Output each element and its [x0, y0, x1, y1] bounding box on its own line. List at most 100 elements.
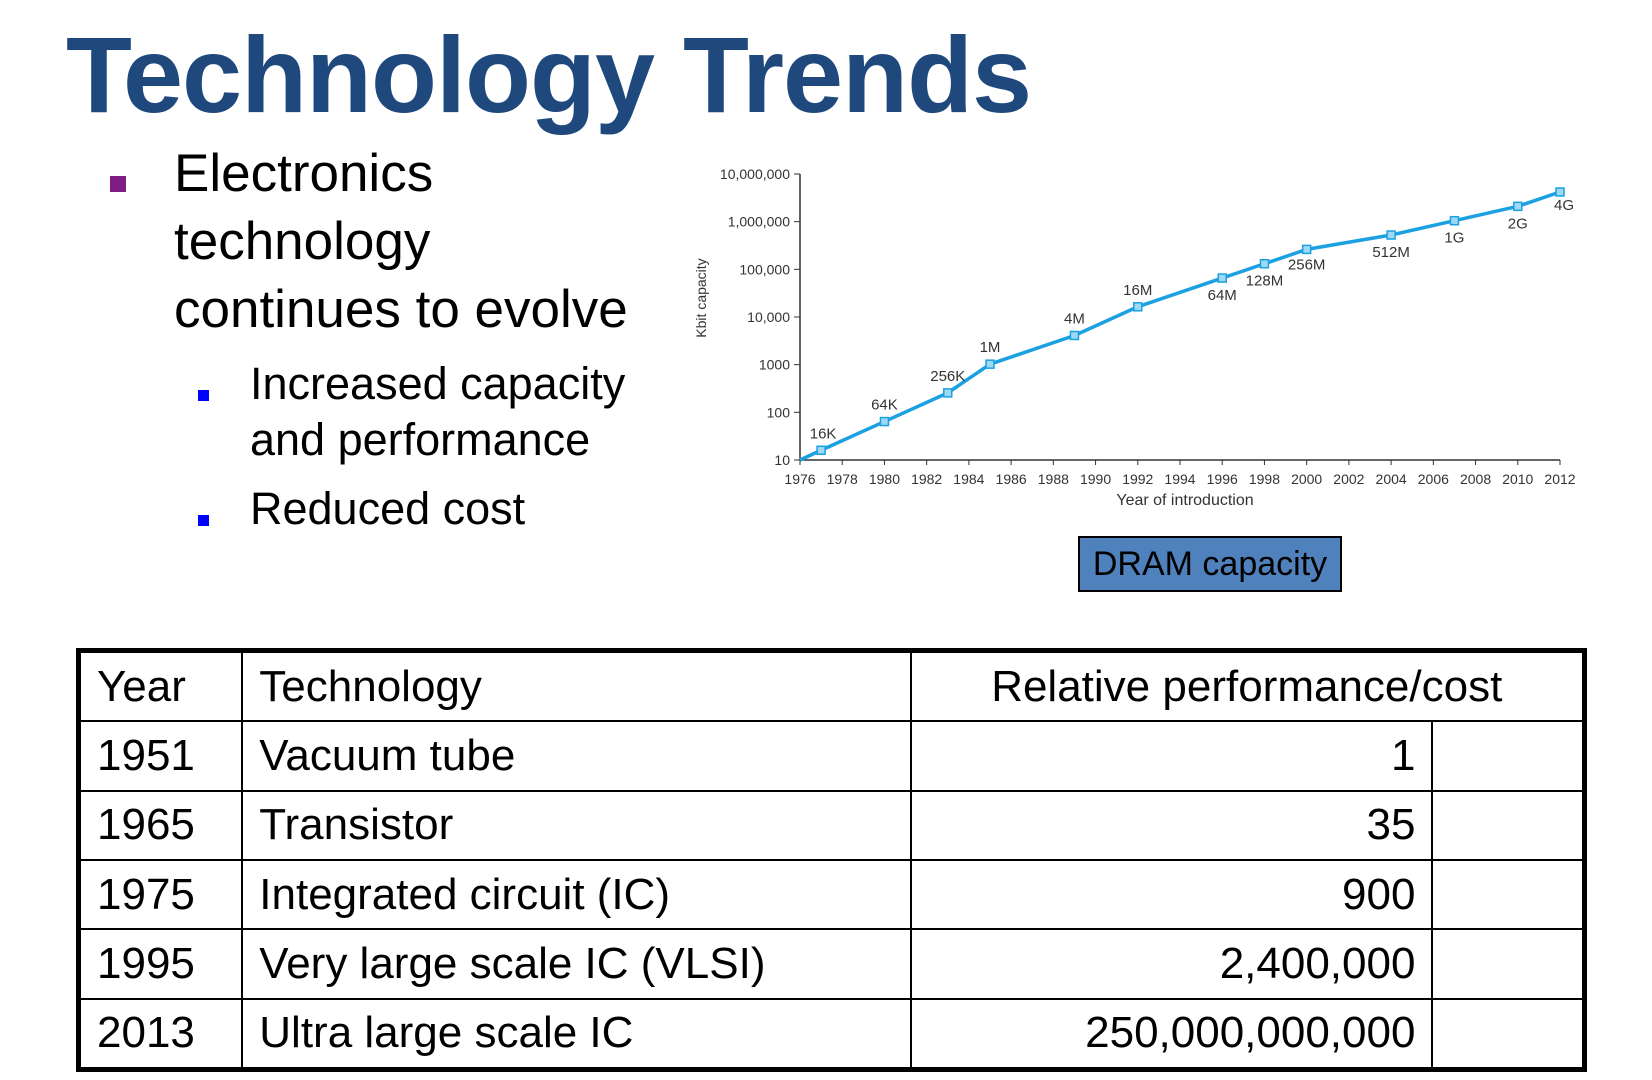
x-tick-label: 1984	[953, 471, 984, 487]
x-tick-label: 2000	[1291, 471, 1322, 487]
x-tick-label: 2004	[1376, 471, 1407, 487]
table-row: 1975 Integrated circuit (IC) 900	[77, 858, 1586, 931]
chart-caption: DRAM capacity	[1078, 536, 1342, 592]
table-row: 2013 Ultra large scale IC 250,000,000,00…	[77, 997, 1586, 1071]
cell-year: 2013	[77, 997, 244, 1071]
cell-year: 1951	[77, 720, 244, 792]
x-tick-label: 1988	[1038, 471, 1069, 487]
sub-bullet-cost: Reduced cost	[250, 481, 690, 537]
bullet-electronics: Electronics technology continues to evol…	[174, 140, 694, 344]
data-point-label: 256K	[930, 368, 965, 385]
cell-value: 2,400,000	[909, 928, 1434, 1000]
x-tick-label: 1976	[784, 471, 815, 487]
data-point-marker	[1555, 187, 1565, 197]
x-tick-label: 1990	[1080, 471, 1111, 487]
technology-table: Year Technology Relative performance/cos…	[76, 648, 1587, 1072]
data-point-marker	[985, 359, 995, 369]
data-point-label: 1M	[980, 339, 1001, 356]
bullet-line: Electronics	[174, 144, 434, 203]
data-point-label: 256M	[1288, 256, 1326, 273]
x-tick-label: 2002	[1333, 471, 1364, 487]
cell-technology: Integrated circuit (IC)	[241, 858, 912, 931]
data-point-label: 512M	[1372, 244, 1410, 261]
cell-value: 1	[909, 720, 1434, 792]
cell-technology: Very large scale IC (VLSI)	[241, 928, 912, 1000]
dram-capacity-chart: Kbit capacity Year of introduction 10 100…	[693, 166, 1576, 509]
data-point-marker	[1133, 302, 1143, 312]
x-tick-label: 1986	[996, 471, 1027, 487]
data-point-label: 4G	[1554, 197, 1574, 214]
cell-value: 35	[909, 789, 1434, 861]
data-point-label: 16M	[1123, 282, 1152, 299]
cell-empty	[1431, 997, 1586, 1071]
series-line	[799, 190, 1561, 462]
sub-bullet-marker	[198, 515, 209, 526]
data-point-marker	[943, 388, 953, 398]
data-point-marker	[1217, 273, 1227, 283]
table-row: 1951 Vacuum tube 1	[77, 720, 1586, 792]
header-performance: Relative performance/cost	[909, 649, 1586, 723]
cell-technology: Vacuum tube	[241, 720, 912, 792]
y-tick-label: 10,000,000	[720, 166, 790, 182]
data-point-marker	[1069, 330, 1080, 341]
data-point-label: 16K	[810, 425, 837, 442]
y-tick-label: 10	[774, 452, 790, 468]
cell-year: 1975	[77, 858, 244, 931]
x-tick-label: 2010	[1502, 471, 1533, 487]
bullet-line: continues to evolve	[174, 280, 628, 339]
data-point-label: 128M	[1246, 273, 1284, 290]
x-tick-label: 1998	[1249, 471, 1280, 487]
x-axis-label: Year of introduction	[1116, 492, 1253, 509]
bullet-line: Reduced cost	[250, 483, 526, 534]
sub-bullet-marker	[198, 390, 209, 401]
data-point-marker	[1513, 201, 1523, 212]
slide-title: Technology Trends	[66, 14, 1032, 135]
x-tick-label: 1992	[1122, 471, 1153, 487]
data-point-label: 1G	[1444, 230, 1464, 247]
data-point-label: 64K	[871, 397, 898, 414]
cell-empty	[1431, 858, 1586, 931]
cell-value: 900	[909, 858, 1434, 931]
cell-technology: Ultra large scale IC	[241, 997, 912, 1071]
y-axis-label: Kbit capacity	[693, 258, 709, 337]
x-tick-label: 1994	[1164, 471, 1195, 487]
y-tick-label: 100,000	[739, 261, 790, 277]
data-point-label: 4M	[1064, 310, 1085, 327]
y-tick-label: 1,000,000	[728, 214, 790, 230]
data-point-marker	[816, 445, 826, 456]
data-point-marker	[879, 416, 890, 427]
header-technology: Technology	[241, 649, 912, 723]
cell-empty	[1431, 928, 1586, 1000]
y-tick-label: 100	[767, 404, 791, 420]
data-point-marker	[1301, 244, 1312, 255]
data-point-marker	[1449, 215, 1460, 226]
cell-empty	[1431, 720, 1586, 792]
x-tick-label: 1982	[911, 471, 942, 487]
cell-year: 1965	[77, 789, 244, 861]
x-tick-label: 2008	[1460, 471, 1491, 487]
data-point-marker	[1259, 258, 1270, 269]
cell-value: 250,000,000,000	[909, 997, 1434, 1071]
y-tick-label: 10,000	[747, 309, 790, 325]
data-point-label: 2G	[1508, 215, 1528, 232]
x-tick-label: 2006	[1418, 471, 1449, 487]
data-point-label: 64M	[1208, 287, 1237, 304]
bullet-line: technology	[174, 212, 431, 271]
data-point-marker	[1386, 230, 1396, 240]
x-tick-label: 1996	[1207, 471, 1238, 487]
table-header-row: Year Technology Relative performance/cos…	[77, 649, 1586, 723]
sub-bullet-capacity: Increased capacity and performance	[250, 356, 690, 468]
table-row: 1995 Very large scale IC (VLSI) 2,400,00…	[77, 928, 1586, 1000]
table-row: 1965 Transistor 35	[77, 789, 1586, 861]
x-tick-label: 1980	[869, 471, 900, 487]
bullet-marker	[110, 176, 126, 192]
cell-technology: Transistor	[241, 789, 912, 861]
x-tick-label: 1978	[827, 471, 858, 487]
x-tick-label: 2012	[1544, 471, 1575, 487]
bullet-line: Increased capacity	[250, 358, 626, 409]
cell-empty	[1431, 789, 1586, 861]
header-year: Year	[77, 649, 244, 723]
bullet-line: and performance	[250, 414, 591, 465]
cell-year: 1995	[77, 928, 244, 1000]
y-tick-label: 1000	[759, 357, 790, 373]
